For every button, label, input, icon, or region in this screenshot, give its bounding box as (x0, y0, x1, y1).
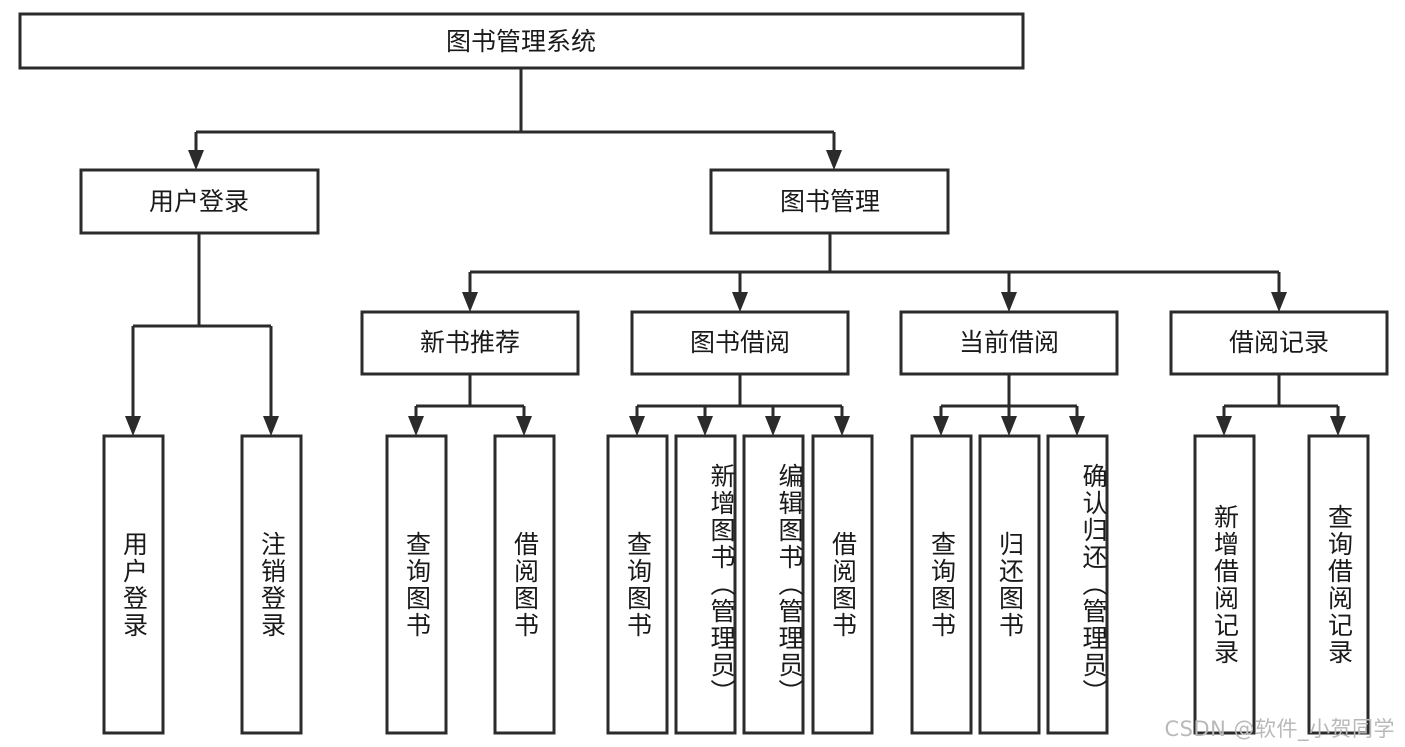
node-book-manage[interactable]: 图书管理 (709, 168, 950, 235)
node-leaf-query-book-1-box[interactable] (385, 434, 448, 735)
node-leaf-query-book-3-box[interactable] (910, 434, 973, 735)
arrowhead-book-borrow (732, 292, 748, 312)
arrowhead-leaf-add-record (1216, 416, 1232, 436)
node-current-borrow-box[interactable] (899, 310, 1119, 376)
node-root-label: 图书管理系统 (446, 27, 596, 56)
node-leaf-edit-book-box[interactable] (742, 434, 805, 735)
node-book-manage-label: 图书管理 (780, 187, 880, 216)
node-root-box[interactable] (18, 12, 1025, 70)
arrowhead-leaf-user-login (125, 416, 141, 436)
node-leaf-borrow-book-1-box[interactable] (493, 434, 556, 735)
arrowhead-leaf-add-book (697, 416, 713, 436)
node-leaf-user-logout-box[interactable] (240, 434, 303, 735)
arrowhead-leaf-user-logout (263, 416, 279, 436)
arrowhead-bookmanage (826, 150, 842, 170)
node-book-borrow-box[interactable] (630, 310, 850, 376)
arrowhead-leaf-edit-book (765, 416, 781, 436)
arrowhead-leaf-query-record (1330, 416, 1346, 436)
node-borrow-record-label: 借阅记录 (1229, 328, 1329, 357)
node-current-borrow-label: 当前借阅 (959, 328, 1059, 357)
node-leaf-query-book-2-box[interactable] (606, 434, 669, 735)
node-new-book-recommend-label: 新书推荐 (420, 328, 520, 357)
node-user-login[interactable]: 用户登录 (79, 168, 320, 235)
arrowhead-leaf-confirm-return (1069, 416, 1085, 436)
node-new-book-recommend[interactable]: 新书推荐 (360, 310, 580, 376)
arrowhead-new-book-recommend (462, 292, 478, 312)
node-book-manage-box[interactable] (709, 168, 950, 235)
arrowhead-leaf-borrow-book-2 (834, 416, 850, 436)
arrowhead-current-borrow (1001, 292, 1017, 312)
leaf-box-group (102, 434, 1370, 735)
csdn-watermark: CSDN @软件_小贺同学 (1164, 717, 1395, 741)
connector-group (125, 68, 1346, 436)
node-new-book-recommend-box[interactable] (360, 310, 580, 376)
arrowhead-leaf-query-book-3 (933, 416, 949, 436)
node-borrow-record-box[interactable] (1169, 310, 1389, 376)
node-leaf-borrow-book-2-box[interactable] (811, 434, 874, 735)
arrowhead-userlogin (188, 150, 204, 170)
node-leaf-query-record-box[interactable] (1307, 434, 1370, 735)
node-book-borrow[interactable]: 图书借阅 (630, 310, 850, 376)
arrowhead-leaf-return-book (1001, 416, 1017, 436)
node-user-login-label: 用户登录 (149, 187, 249, 216)
node-leaf-add-record-box[interactable] (1193, 434, 1256, 735)
node-leaf-add-book-box[interactable] (674, 434, 737, 735)
node-user-login-box[interactable] (79, 168, 320, 235)
arrowhead-leaf-borrow-book-1 (516, 416, 532, 436)
node-book-borrow-label: 图书借阅 (690, 328, 790, 357)
node-leaf-user-login-box[interactable] (102, 434, 165, 735)
node-root[interactable]: 图书管理系统 (18, 12, 1025, 70)
arrowhead-leaf-query-book-2 (629, 416, 645, 436)
arrowhead-borrow-record (1271, 292, 1287, 312)
arrowhead-leaf-query-book-1 (408, 416, 424, 436)
node-borrow-record[interactable]: 借阅记录 (1169, 310, 1389, 376)
node-leaf-return-book-box[interactable] (978, 434, 1041, 735)
node-leaf-confirm-return-box[interactable] (1046, 434, 1109, 735)
node-current-borrow[interactable]: 当前借阅 (899, 310, 1119, 376)
